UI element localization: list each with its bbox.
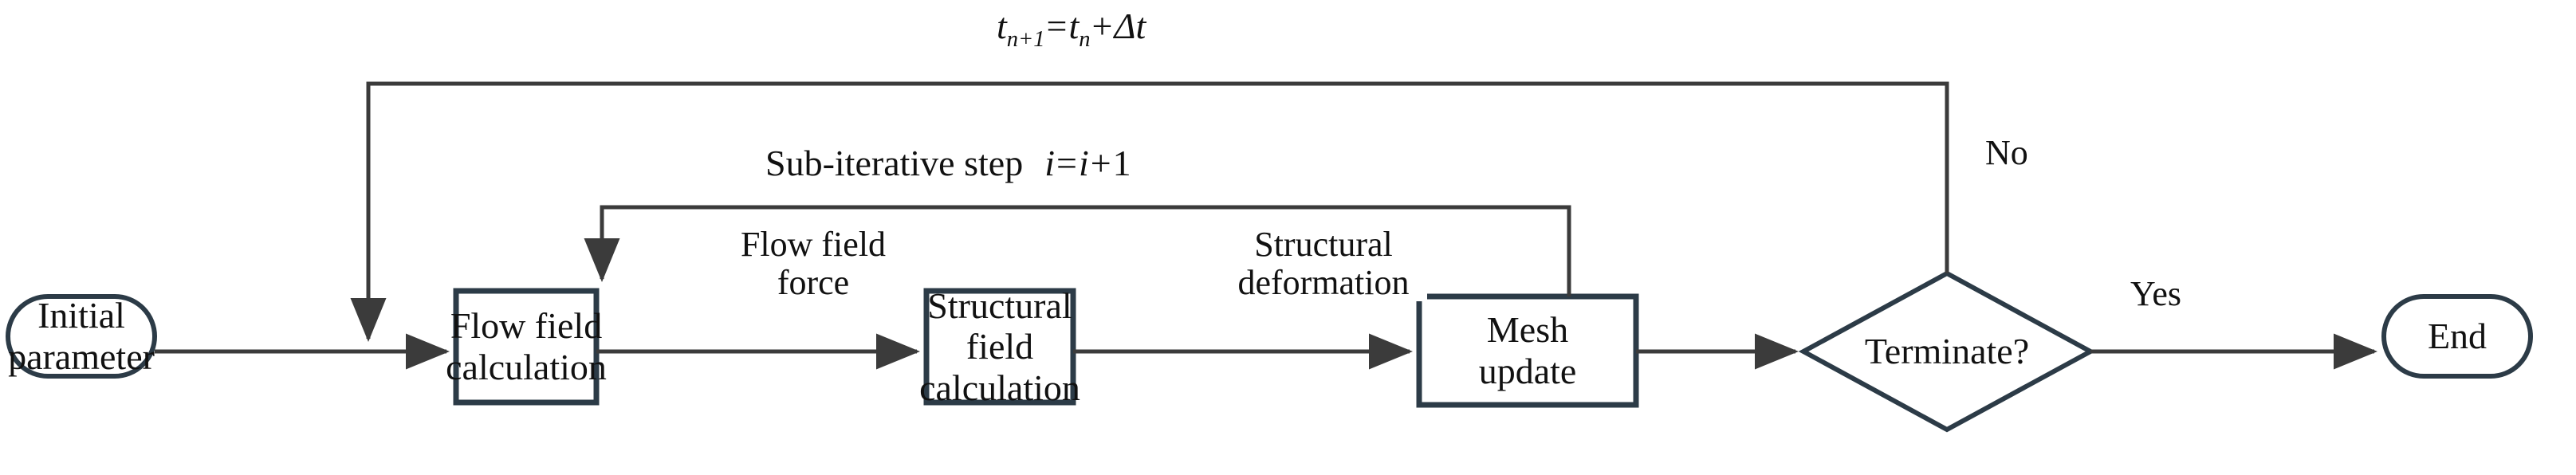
node-structural-field-calculation[interactable] xyxy=(923,288,1076,406)
node-end[interactable] xyxy=(2381,294,2533,379)
edge-mesh-to-flow-subiterative xyxy=(584,205,1571,296)
node-flow-field-calculation[interactable] xyxy=(453,288,600,406)
node-terminate-decision[interactable] xyxy=(1798,270,2096,433)
node-initial-parameter[interactable] xyxy=(6,294,157,379)
node-mesh-update[interactable] xyxy=(1416,293,1639,408)
edge-terminate-to-flow-no xyxy=(350,81,1949,343)
